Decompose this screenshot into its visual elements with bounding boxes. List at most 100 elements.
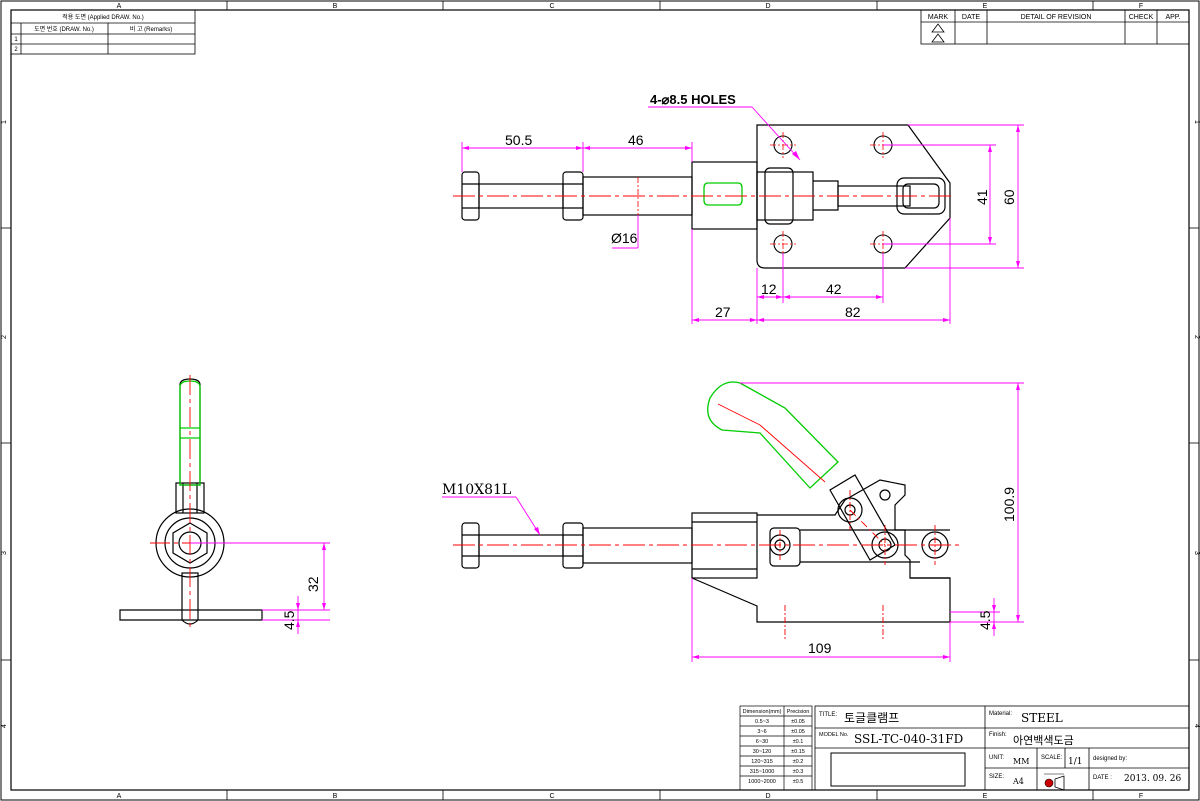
svg-text:4: 4	[1, 724, 8, 728]
svg-text:3: 3	[1, 551, 8, 555]
reference-table	[10, 9, 196, 55]
zone-col-f: F	[1139, 3, 1143, 10]
reference-col-remarks: 비 고 (Remarks)	[130, 25, 172, 33]
dim-4-5-left: 4.5	[281, 610, 297, 630]
svg-text:3: 3	[1193, 551, 1200, 555]
tolerance-header-precision: Precision	[787, 709, 810, 715]
dim-4-5-right: 4.5	[977, 610, 993, 630]
tolerance-header-dimension: Dimension(mm)	[743, 709, 782, 715]
dim-100-9: 100.9	[1001, 487, 1017, 522]
model-value: SSL-TC-040-31FD	[854, 732, 963, 746]
svg-text:1000~2000: 1000~2000	[748, 779, 776, 785]
scale-label: SCALE:	[1041, 755, 1063, 761]
dim-thread-m10x81l: M10X81L	[442, 482, 511, 498]
zone-labels-left: 1 2 3 4	[1, 120, 8, 728]
svg-text:B: B	[333, 793, 338, 800]
svg-text:6~30: 6~30	[756, 739, 768, 745]
dim-holes: 4-⌀8.5 HOLES	[650, 92, 736, 107]
svg-text:E: E	[983, 793, 988, 800]
hole-centerlines	[770, 132, 896, 257]
unit-value: MM	[1013, 757, 1029, 766]
dim-42: 42	[826, 281, 842, 297]
top-view-base-plate	[756, 124, 951, 269]
revision-col-check: CHECK	[1129, 14, 1154, 21]
front-view-centerlines	[453, 403, 960, 640]
title-label: TITLE:	[819, 712, 837, 718]
mounting-hole-icons	[773, 135, 893, 254]
model-label: MODEL No.	[819, 732, 849, 738]
finish-value: 아연백색도금	[1013, 734, 1074, 747]
date-label: DATE :	[1093, 775, 1112, 781]
revision-col-mark: MARK	[928, 14, 949, 21]
svg-text:4: 4	[1193, 724, 1200, 728]
end-view-centerlines	[150, 375, 230, 630]
dim-82: 82	[845, 304, 861, 320]
dim-12: 12	[761, 281, 777, 297]
zone-col-d: D	[765, 3, 770, 10]
front-view-handle	[707, 381, 839, 489]
svg-text:0.5~3: 0.5~3	[755, 719, 769, 725]
zone-col-a: A	[117, 3, 122, 10]
zone-labels-right: 1 2 3 4	[1193, 120, 1200, 728]
front-view-dimensions	[442, 382, 1024, 662]
dim-46: 46	[628, 132, 644, 148]
revision-col-date: DATE	[962, 14, 980, 21]
size-value: A4	[1012, 777, 1024, 786]
svg-text:2: 2	[1, 335, 8, 339]
svg-text:±0.05: ±0.05	[791, 719, 805, 725]
revision-col-detail: DETAIL OF REVISION	[1021, 14, 1092, 21]
dim-109: 109	[808, 640, 832, 656]
dim-60: 60	[1001, 189, 1017, 205]
zone-labels-bottom: A B C D E F	[117, 793, 1143, 800]
scale-value: 1/1	[1068, 757, 1082, 767]
designed-label: designed by:	[1093, 756, 1127, 762]
projection-symbol-icon	[1044, 773, 1065, 791]
svg-text:3~6: 3~6	[757, 729, 766, 735]
revision-table	[920, 9, 1190, 45]
svg-text:F: F	[1139, 793, 1143, 800]
reference-col-drawing-no: 도면 번호 (DRAW. No.)	[34, 25, 94, 33]
revision-col-app: APP.	[1165, 14, 1180, 21]
svg-text:1: 1	[1193, 120, 1200, 124]
svg-text:±0.05: ±0.05	[791, 729, 805, 735]
unit-label: UNIT:	[989, 755, 1004, 761]
dim-dia-16: Ø16	[611, 230, 638, 246]
svg-text:A: A	[117, 793, 122, 800]
top-view-dimensions	[461, 106, 1024, 324]
material-value: STEEL	[1021, 711, 1063, 725]
svg-text:±0.5: ±0.5	[793, 779, 804, 785]
svg-text:30~120: 30~120	[753, 749, 772, 755]
revision-triangle-icons	[931, 23, 945, 43]
title-value: 토글클램프	[844, 711, 899, 725]
svg-text:C: C	[549, 793, 554, 800]
svg-text:±0.15: ±0.15	[791, 749, 805, 755]
svg-text:315~1000: 315~1000	[750, 769, 775, 775]
svg-text:±0.3: ±0.3	[793, 769, 804, 775]
svg-text:D: D	[765, 793, 770, 800]
dim-50-5: 50.5	[505, 132, 532, 148]
zone-col-e: E	[983, 3, 988, 10]
material-label: Material:	[989, 711, 1012, 717]
end-view-dimensions	[190, 542, 330, 634]
dim-41: 41	[974, 189, 990, 205]
finish-label: Finish:	[989, 732, 1007, 738]
size-label: SIZE:	[989, 774, 1004, 780]
svg-text:±0.2: ±0.2	[793, 759, 804, 765]
title-block	[814, 705, 1190, 791]
reference-row-1: 1	[14, 37, 18, 43]
zone-col-b: B	[333, 3, 338, 10]
tolerance-table	[739, 705, 813, 791]
reference-row-2: 2	[14, 47, 18, 53]
dim-32: 32	[305, 576, 321, 592]
top-view-arrowheads	[462, 125, 1020, 322]
reference-table-title: 적용 도면 (Applied DRAW. No.)	[62, 13, 144, 21]
svg-text:2: 2	[1193, 335, 1200, 339]
end-view-handle	[179, 380, 201, 486]
date-value: 2013. 09. 26	[1124, 774, 1182, 784]
svg-text:1: 1	[1, 120, 8, 124]
top-view-handle	[703, 182, 743, 206]
end-view	[119, 378, 263, 625]
